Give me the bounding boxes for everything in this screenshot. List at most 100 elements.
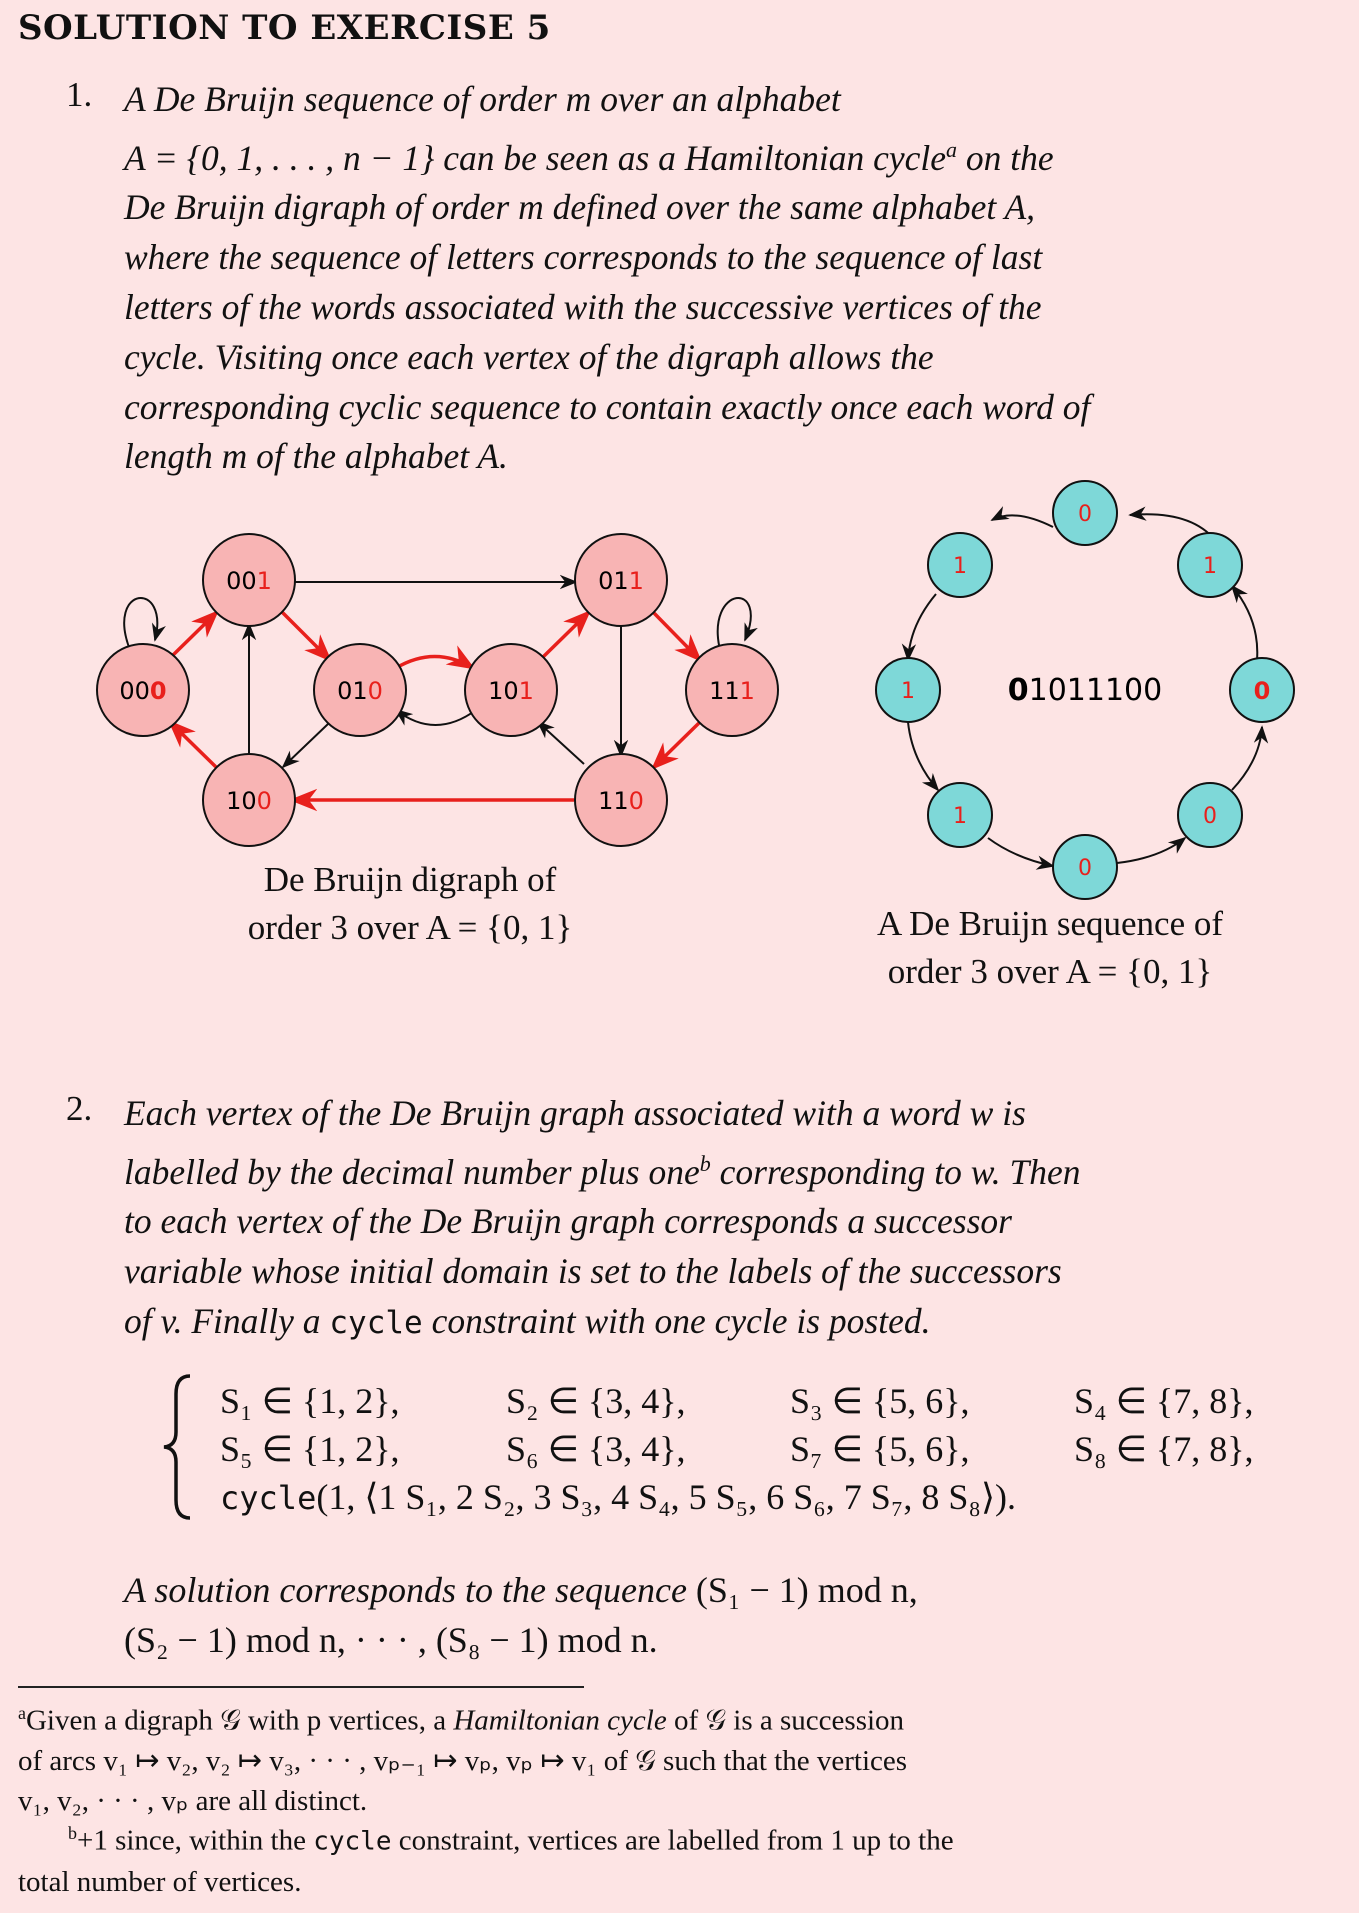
solution-text: A solution corresponds to the sequence (… xyxy=(124,1565,918,1665)
item1-line: corresponding cyclic sequence to contain… xyxy=(124,386,1091,427)
item2-paragraph: Each vertex of the De Bruijn graph assoc… xyxy=(124,1089,1344,1349)
hedge-100-000 xyxy=(167,720,219,770)
system-cell: S₅ ∈ {1, 2}, xyxy=(220,1429,400,1469)
caption-line: A De Bruijn sequence of xyxy=(876,904,1224,943)
svg-text:1: 1 xyxy=(1203,554,1217,579)
footnote-line: aGiven a digraph 𝒢 with p vertices, a Ha… xyxy=(18,1703,905,1737)
cycle-node: 1 xyxy=(927,782,993,848)
item1-line: length m of the alphabet A. xyxy=(124,436,508,477)
system-cell: S₇ ∈ {5, 6}, xyxy=(790,1429,970,1469)
svg-text:0: 0 xyxy=(1078,502,1092,527)
cycle-arc xyxy=(987,837,1055,870)
edge-010-100 xyxy=(281,723,329,769)
solution-line: A solution corresponds to the sequence (… xyxy=(124,1570,918,1610)
footnote-ref-a[interactable]: a xyxy=(946,136,957,162)
svg-text:1: 1 xyxy=(953,804,967,829)
hedge-111-110 xyxy=(650,720,702,770)
hedge-010-101 xyxy=(395,645,476,670)
solution-line: (S₂ − 1) mod n, · · · , (S₈ − 1) mod n. xyxy=(124,1620,658,1660)
item1-number: 1. xyxy=(66,75,93,114)
hedge-000-001 xyxy=(168,610,220,660)
de-bruijn-cycle: 0 1 0 0 0 1 1 1 01011100 xyxy=(875,480,1295,900)
digraph-caption: De Bruijn digraph of order 3 over A = {0… xyxy=(210,856,610,952)
item1-line: A De Bruijn sequence of order m over an … xyxy=(124,79,841,119)
svg-text:0: 0 xyxy=(1078,856,1092,881)
system-brace xyxy=(163,1374,191,1520)
cycle-arc xyxy=(1116,836,1187,864)
svg-text:100: 100 xyxy=(226,787,272,815)
cycle-caption: A De Bruijn sequence of order 3 over A =… xyxy=(830,900,1270,996)
system-cell: S₁ ∈ {1, 2}, xyxy=(220,1381,400,1421)
footnote-ref-b[interactable]: b xyxy=(699,1150,711,1176)
footnote-line: b+1 since, within the cycle constraint, … xyxy=(68,1823,954,1857)
cycle-node: 1 xyxy=(875,657,941,723)
cycle-keyword: cycle xyxy=(329,1305,423,1342)
cycle-arc xyxy=(901,593,937,662)
edge-101-010 xyxy=(394,708,477,726)
cycle-node: 0 xyxy=(1052,834,1118,900)
loop-111 xyxy=(716,596,758,651)
footnote-line: v₁, v₂, · · · , vₚ are all distinct. xyxy=(18,1784,368,1817)
svg-text:1: 1 xyxy=(953,554,967,579)
item2-line: Each vertex of the De Bruijn graph assoc… xyxy=(124,1093,1026,1133)
footnote-a: aGiven a digraph 𝒢 with p vertices, a Ha… xyxy=(18,1693,1348,1821)
svg-text:000: 000 xyxy=(119,677,166,705)
cycle-node: 1 xyxy=(927,532,993,598)
item2-line: variable whose initial domain is set to … xyxy=(124,1251,1062,1292)
svg-text:1: 1 xyxy=(901,679,915,704)
node-010: 010 xyxy=(313,643,407,737)
svg-text:111: 111 xyxy=(709,677,755,705)
item1-line: De Bruijn digraph of order m defined ove… xyxy=(124,187,1036,228)
hedge-001-010 xyxy=(280,610,332,662)
system-cell: S₂ ∈ {3, 4}, xyxy=(506,1381,686,1421)
cycle-arc xyxy=(907,721,940,792)
cycle-node: 0 xyxy=(1052,480,1118,546)
item1-line: where the sequence of letters correspond… xyxy=(124,237,1043,278)
svg-text:110: 110 xyxy=(598,787,644,815)
edge-110-101 xyxy=(536,720,585,765)
footnote-rule xyxy=(18,1686,584,1688)
hedge-101-011 xyxy=(540,610,592,660)
cycle-center-label: 01011100 xyxy=(1008,673,1162,708)
item1-line: letters of the words associated with the… xyxy=(124,287,1042,328)
system-cell: S₃ ∈ {5, 6}, xyxy=(790,1381,970,1421)
node-101: 101 xyxy=(464,643,558,737)
svg-text:101: 101 xyxy=(488,677,534,705)
system-cycle-row: cycle(1, ⟨1 S₁, 2 S₂, 3 S₃, 4 S₄, 5 S₅, … xyxy=(220,1477,1016,1517)
loop-000 xyxy=(123,596,166,651)
system-cell: S₈ ∈ {7, 8}, xyxy=(1074,1429,1254,1469)
item2-line: labelled by the decimal number plus oneb… xyxy=(124,1150,1081,1192)
node-011: 011 xyxy=(574,533,668,627)
footnote-line: total number of vertices. xyxy=(18,1865,302,1898)
cycle-arc xyxy=(990,506,1054,528)
cycle-node: 1 xyxy=(1177,532,1243,598)
caption-line: De Bruijn digraph of xyxy=(263,860,557,899)
item1-line: A = {0, 1, . . . , n − 1} can be seen as… xyxy=(124,136,1054,178)
node-111: 111 xyxy=(685,643,779,737)
system-cell: S₆ ∈ {3, 4}, xyxy=(506,1429,686,1469)
item2-number: 2. xyxy=(66,1089,93,1128)
node-110: 110 xyxy=(574,753,668,847)
cycle-arc xyxy=(1230,584,1259,661)
node-001: 001 xyxy=(202,533,296,627)
system-cell: S₄ ∈ {7, 8}, xyxy=(1074,1381,1254,1421)
caption-line: order 3 over A = {0, 1} xyxy=(247,908,573,947)
item1-line: cycle. Visiting once each vertex of the … xyxy=(124,336,934,377)
node-000: 000 xyxy=(96,643,190,737)
item2-line: of v. Finally a cycle constraint with on… xyxy=(124,1301,931,1342)
svg-text:0: 0 xyxy=(1203,804,1217,829)
svg-text:0: 0 xyxy=(1254,677,1271,705)
footnote-b: b+1 since, within the cycle constraint, … xyxy=(18,1813,1348,1902)
svg-text:010: 010 xyxy=(337,677,383,705)
page-title: SOLUTION TO EXERCISE 5 xyxy=(18,8,551,48)
item2-line: to each vertex of the De Bruijn graph co… xyxy=(124,1201,1012,1242)
item1-paragraph: A De Bruijn sequence of order m over an … xyxy=(124,75,1344,482)
caption-line: order 3 over A = {0, 1} xyxy=(887,952,1213,991)
hedge-011-111 xyxy=(651,610,702,663)
svg-text:011: 011 xyxy=(598,567,644,595)
node-100: 100 xyxy=(202,753,296,847)
svg-text:001: 001 xyxy=(226,567,272,595)
cycle-arc xyxy=(1231,725,1269,791)
cycle-node: 0 xyxy=(1229,657,1295,723)
